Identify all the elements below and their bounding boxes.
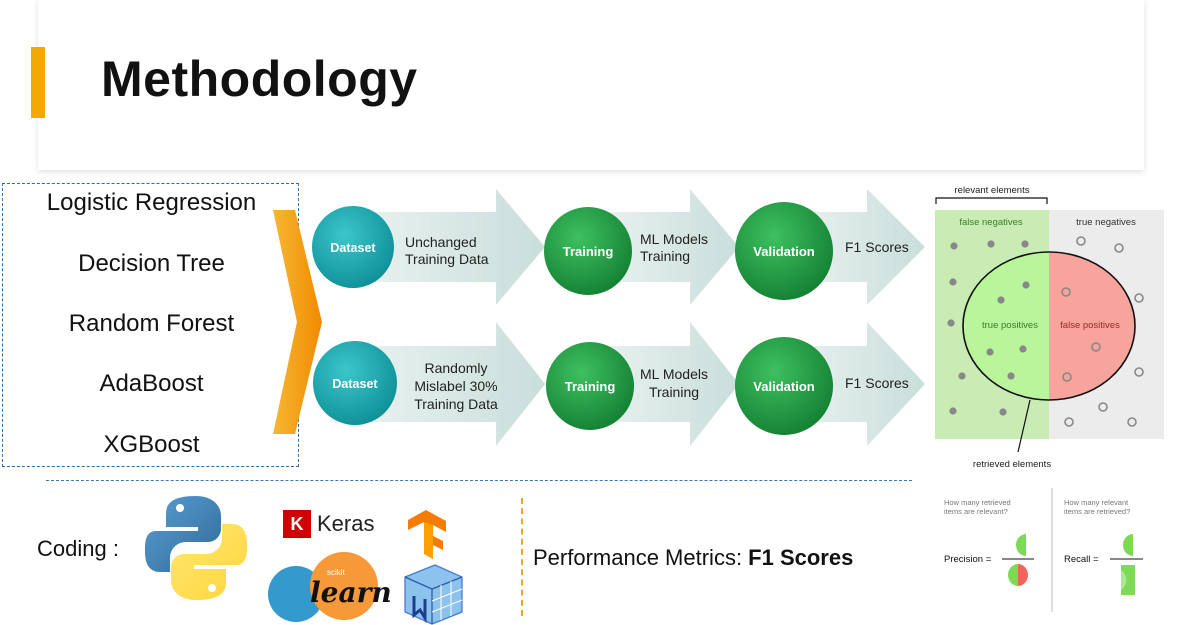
section-divider <box>46 480 912 481</box>
node-desc: Training Data <box>414 396 498 412</box>
precision-question: How many retrieved <box>944 498 1011 507</box>
node-label: Validation <box>753 244 814 259</box>
retrieved-label: retrieved elements <box>973 459 1051 470</box>
python-logo-icon <box>144 496 248 600</box>
model-item: Decision Tree <box>78 250 225 277</box>
precision-question: items are relevant? <box>944 507 1008 516</box>
node-desc: ML Models <box>640 231 708 247</box>
performance-metrics-label: Performance Metrics: F1 Scores <box>533 545 853 571</box>
vertical-divider <box>521 498 523 616</box>
node-desc: Training Data <box>405 251 489 267</box>
tensorflow-logo-icon <box>408 510 446 559</box>
node-desc: Training <box>640 248 690 264</box>
sklearn-text: learn <box>310 576 392 609</box>
title-card <box>38 0 1144 170</box>
formulas: How many retrieved items are relevant? P… <box>944 488 1143 612</box>
validation-node <box>735 337 833 435</box>
node-desc: Randomly <box>424 360 487 376</box>
true-positives-area <box>963 252 1049 400</box>
keras-label: Keras <box>317 511 375 536</box>
true-positives-label: true positives <box>982 320 1038 331</box>
coding-label: Coding : <box>37 536 119 561</box>
node-desc: ML Models <box>640 366 708 382</box>
node-desc: F1 Scores <box>845 375 909 391</box>
recall-question: items are retrieved? <box>1064 507 1130 516</box>
validation-node <box>735 202 833 300</box>
dataset-node <box>312 206 394 288</box>
node-desc: Mislabel 30% <box>414 378 497 394</box>
precision-label: Precision = <box>944 554 992 565</box>
model-item: Random Forest <box>68 310 235 337</box>
true-negatives-label: true negatives <box>1076 217 1136 228</box>
flow-arrow-shape <box>330 189 545 305</box>
node-desc: F1 Scores <box>845 239 909 255</box>
sklearn-small-text: scikit <box>327 568 346 577</box>
title-accent-bar <box>31 47 45 118</box>
dataset-node <box>313 341 397 425</box>
node-label: Validation <box>753 379 814 394</box>
node-label: Training <box>563 244 614 259</box>
perf-prefix: Performance Metrics: <box>533 545 749 570</box>
false-negatives-label: false negatives <box>959 217 1023 228</box>
node-label: Dataset <box>332 377 378 391</box>
relevance-diagram: relevant elements false negatives true n… <box>935 185 1164 470</box>
false-positives-area <box>1049 252 1135 400</box>
model-item: XGBoost <box>103 431 200 458</box>
recall-question: How many relevant <box>1064 498 1129 507</box>
retrieved-ellipse <box>962 251 1136 401</box>
recall-label: Recall = <box>1064 554 1099 565</box>
retrieved-pointer <box>1017 399 1031 453</box>
model-item: AdaBoost <box>99 370 204 397</box>
page-title: Methodology <box>101 51 418 107</box>
node-label: Dataset <box>330 241 376 255</box>
node-desc: Unchanged <box>405 234 477 250</box>
node-desc: Training <box>649 384 699 400</box>
perf-metric: F1 Scores <box>748 545 854 570</box>
model-item: Logistic Regression <box>46 189 257 216</box>
training-node <box>546 342 634 430</box>
cube-network-logo-icon <box>404 564 463 625</box>
relevant-bracket <box>935 197 1048 204</box>
relevant-label: relevant elements <box>955 185 1030 196</box>
chevron-arrow-shape <box>273 210 322 434</box>
false-positives-label: false positives <box>1060 320 1120 331</box>
training-node <box>544 207 632 295</box>
keras-logo-icon: K <box>283 510 311 538</box>
node-label: Training <box>565 379 616 394</box>
sklearn-logo-icon: scikit learn <box>268 552 392 622</box>
